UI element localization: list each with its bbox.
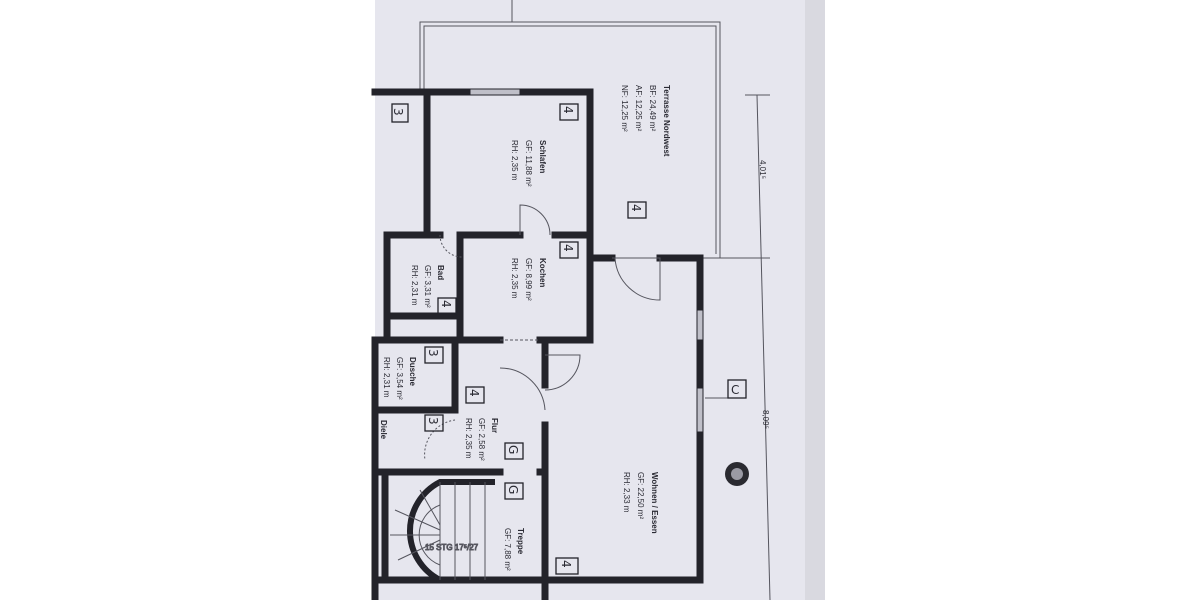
marker: 4 (561, 244, 575, 252)
room-title: Wohnen / Essen (650, 472, 659, 534)
room-title: Diele (379, 420, 388, 440)
room-title: Terrasse Nordwest (662, 85, 671, 157)
room-flur: Flur GF: 2,58 m² RH: 2,35 m (464, 418, 499, 461)
room-schlafen: Schlafen GF: 11,88 m² RH: 2,35 m (510, 140, 547, 187)
marker: 4 (439, 300, 453, 308)
room-title: Dusche (408, 357, 417, 386)
room-line: RH: 2,35 m (464, 418, 473, 459)
room-wohnen: Wohnen / Essen GF: 22,50 m² RH: 2,33 m (622, 472, 659, 534)
dimension-lower: 8,09⁵ (761, 410, 770, 429)
room-markers: 3 4 4 4 4 3 4 3 G G 4 (391, 103, 647, 575)
room-title: Flur (490, 418, 499, 433)
room-line: GF: 2,58 m² (477, 418, 486, 461)
marker: 3 (426, 417, 440, 425)
room-title: Kochen (538, 258, 547, 287)
stairs-label: 15 STG 17⁵/27 (425, 543, 479, 552)
marker: G (506, 445, 520, 454)
room-line: RH: 2,35 m (510, 258, 519, 299)
room-dusche: Dusche GF: 3,54 m² RH: 2,31 m (382, 357, 417, 400)
doors (424, 204, 661, 461)
marker: 4 (467, 389, 481, 397)
room-line: NF: 12,25 m² (620, 85, 629, 132)
room-line: GF: 8,99 m² (524, 258, 533, 301)
room-line: GF: 3,31 m² (423, 265, 432, 308)
room-line: GF: 3,54 m² (395, 357, 404, 400)
marker: 3 (391, 108, 405, 116)
room-title: Treppe (516, 528, 525, 555)
marker: G (506, 485, 520, 494)
room-line: RH: 2,31 m (382, 357, 391, 398)
dimension-upper: 4,01⁵ (758, 160, 767, 179)
room-line: RH: 2,33 m (622, 472, 631, 513)
marker: 3 (426, 349, 440, 357)
staircase: 15 STG 17⁵/27 (390, 479, 495, 583)
room-line: BF: 24,49 m² (648, 85, 657, 132)
room-title: Schlafen (538, 140, 547, 173)
room-treppe: Treppe GF: 7,88 m² (503, 528, 525, 571)
room-line: RH: 2,31 m (410, 265, 419, 306)
room-kochen: Kochen GF: 8,99 m² RH: 2,35 m (510, 258, 547, 301)
marker: 4 (629, 204, 643, 212)
marker: 4 (561, 106, 575, 114)
terrace-outline (419, 0, 721, 258)
room-line: GF: 22,50 m² (636, 472, 645, 519)
walls (371, 88, 704, 600)
room-line: GF: 7,88 m² (503, 528, 512, 571)
marker: 4 (559, 560, 573, 568)
room-bad: Bad GF: 3,31 m² RH: 2,31 m (410, 265, 445, 308)
room-title: Bad (436, 265, 445, 280)
hole-punch-inner (731, 468, 743, 480)
room-line: AF: 12,25 m² (634, 85, 643, 132)
dimension-line: 4,01⁵ 8,09⁵ (700, 94, 771, 600)
room-diele: Diele (379, 420, 388, 440)
paper-sheet (375, 0, 825, 600)
room-line: GF: 11,88 m² (524, 140, 533, 187)
section-marker-c: C (705, 379, 747, 399)
paper-edge (805, 0, 825, 600)
room-terrasse: Terrasse Nordwest BF: 24,49 m² AF: 12,25… (620, 85, 671, 157)
room-line: RH: 2,35 m (510, 140, 519, 181)
section-marker-label: C (731, 383, 739, 397)
